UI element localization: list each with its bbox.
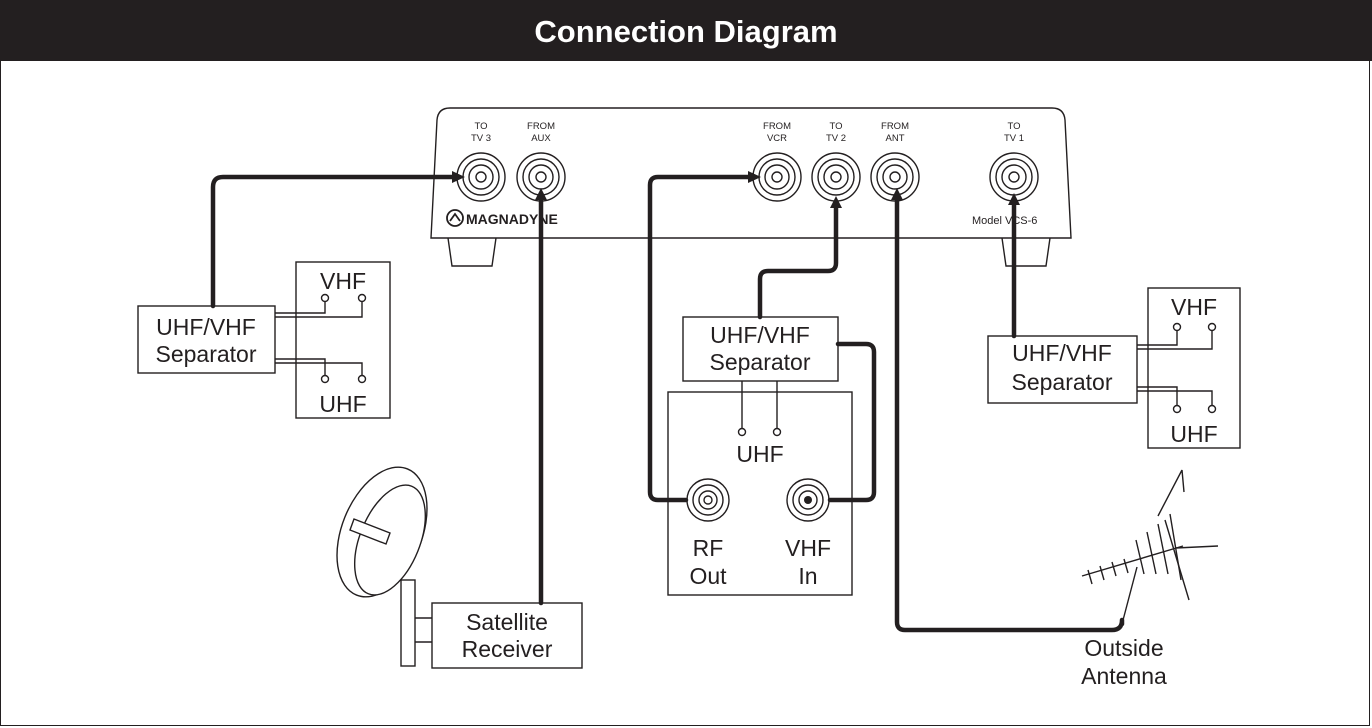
left-vhf-label: VHF xyxy=(320,268,366,294)
satellite-receiver-line2: Receiver xyxy=(462,636,553,662)
left-uhf-vhf-separator xyxy=(137,305,276,374)
model-label: Model VCS-6 xyxy=(972,215,1037,227)
jack-label-to-tv1-line2: TV 1 xyxy=(1004,133,1024,144)
right-uhf-vhf-separator xyxy=(987,335,1138,404)
right-separator-group: VHF UHF UHF/VHF Separator xyxy=(987,287,1241,449)
center-separator-line2: Separator xyxy=(709,349,810,375)
rf-out-line1: RF xyxy=(693,535,724,561)
outside-antenna xyxy=(1081,469,1219,625)
left-uhf-label: UHF xyxy=(319,391,366,417)
vcr-group: UHF RF Out VHF In UHF/VHF Separator xyxy=(667,316,853,596)
jack-label-to-tv2-line2: TV 2 xyxy=(826,133,846,144)
satellite-receiver-box xyxy=(431,602,583,669)
vhf-in-line2: In xyxy=(798,563,817,589)
jack-label-from-ant-line1: FROM xyxy=(881,121,909,132)
right-separator-line2: Separator xyxy=(1011,369,1112,395)
left-foot xyxy=(447,237,497,267)
vcr-uhf-label: UHF xyxy=(736,441,783,467)
cable-separator-to-vhf-in xyxy=(827,341,877,503)
arrow-to-vcr-input xyxy=(748,171,761,183)
left-separator-line1: UHF/VHF xyxy=(156,314,256,340)
cable-tv2-to-center-separator xyxy=(757,203,839,320)
arrow-from-aux xyxy=(535,188,547,200)
jack-label-from-ant-line2: ANT xyxy=(886,133,905,144)
center-separator-line1: UHF/VHF xyxy=(710,322,810,348)
cable-tv3-to-left-separator xyxy=(210,174,455,309)
satellite-dish xyxy=(336,466,432,667)
jack-label-to-tv3-line2: TV 3 xyxy=(471,133,491,144)
cable-antenna-to-ant xyxy=(894,195,1125,633)
antenna-line1: Outside xyxy=(1084,635,1163,661)
diagram-title: Connection Diagram xyxy=(0,0,1372,61)
arrow-to-tv1 xyxy=(1008,193,1020,205)
left-tv-terminal-panel xyxy=(295,261,391,419)
right-vhf-label: VHF xyxy=(1171,294,1217,320)
right-foot xyxy=(1001,237,1051,267)
left-separator-line2: Separator xyxy=(155,341,256,367)
jack-label-to-tv2-line1: TO xyxy=(829,121,842,132)
magnadyne-logo: MAGNADYNE xyxy=(446,209,558,227)
jack-from-vcr xyxy=(752,152,802,202)
right-tv-terminal-panel xyxy=(1147,287,1241,449)
right-uhf-label: UHF xyxy=(1170,421,1217,447)
arrow-from-ant xyxy=(891,188,903,200)
cables xyxy=(210,171,1125,633)
left-separator-group: VHF UHF UHF/VHF Separator xyxy=(137,261,391,419)
jack-label-to-tv1-line1: TO xyxy=(1007,121,1020,132)
arrow-to-tv3 xyxy=(452,171,465,183)
jack-label-from-vcr-line1: FROM xyxy=(763,121,791,132)
vhf-in-line1: VHF xyxy=(785,535,831,561)
dish-post xyxy=(400,579,416,667)
center-uhf-vhf-separator xyxy=(682,316,839,382)
antenna-line2: Antenna xyxy=(1081,663,1167,689)
switcher-unit: TO TV 3 FROM AUX FROM VCR TO TV 2 FROM A… xyxy=(430,107,1072,267)
dish-feed-arm xyxy=(349,518,391,545)
logo-text: MAGNADYNE xyxy=(466,211,558,227)
jack-label-from-aux-line2: AUX xyxy=(531,133,551,144)
jack-label-from-aux-line1: FROM xyxy=(527,121,555,132)
cable-rf-out-to-vcr-input xyxy=(647,174,751,503)
right-separator-line1: UHF/VHF xyxy=(1012,340,1112,366)
arrow-to-tv2 xyxy=(830,196,842,208)
jack-label-to-tv3-line1: TO xyxy=(474,121,487,132)
jack-label-from-vcr-line2: VCR xyxy=(767,133,787,144)
satellite-receiver-line1: Satellite xyxy=(466,609,548,635)
vhf-in-jack xyxy=(786,478,830,522)
rf-out-line2: Out xyxy=(689,563,727,589)
